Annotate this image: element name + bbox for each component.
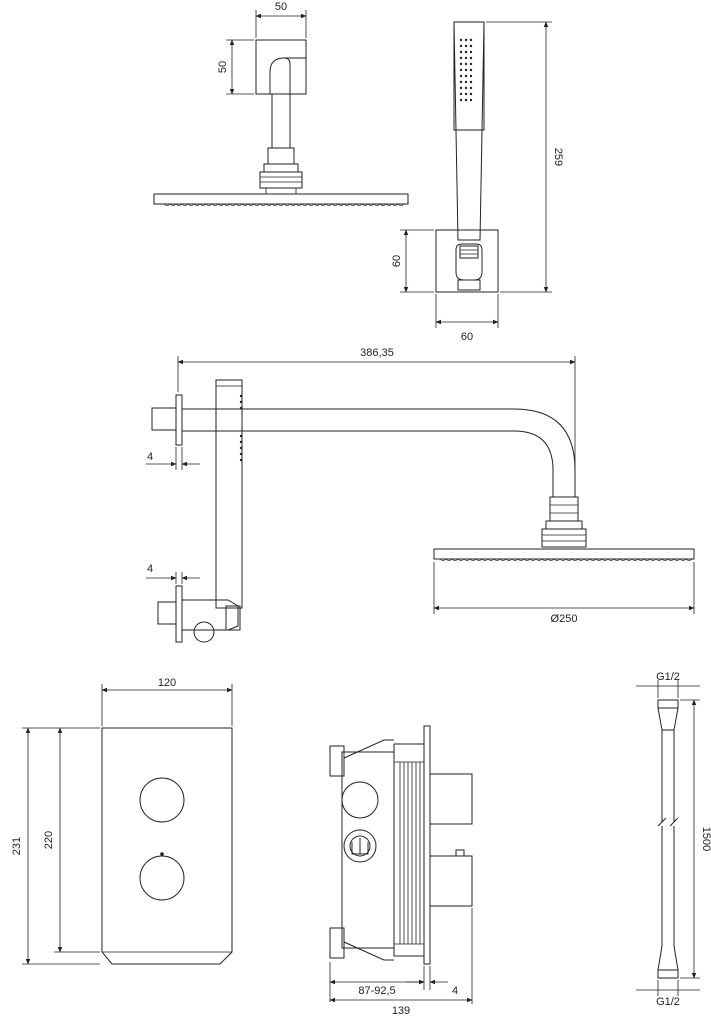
dim-arm-reach: 386,35 — [360, 347, 394, 359]
dim-box-total-depth: 139 — [392, 1005, 410, 1017]
dim-box-flange: 4 — [452, 985, 458, 997]
dim-holder-width: 60 — [461, 331, 473, 343]
dim-panel-height-inner: 220 — [43, 831, 55, 849]
dim-arm-width: 50 — [275, 1, 287, 13]
hand-shower-front-view: 259 60 60 — [391, 21, 564, 343]
dim-box-depth-range: 87-92,5 — [358, 985, 395, 997]
dim-holder-height: 60 — [391, 255, 403, 267]
thread-lines — [394, 761, 424, 945]
dim-arm-height: 50 — [217, 61, 229, 73]
dim-head-diameter: Ø250 — [551, 613, 578, 625]
dim-wall-offset-top: 4 — [147, 451, 153, 463]
shower-hose: G1/2 G1/2 1500 — [636, 671, 711, 1008]
dim-hand-shower-length: 259 — [552, 148, 564, 166]
dim-hose-thread-bottom: G1/2 — [656, 996, 680, 1008]
dim-panel-height-outer: 231 — [11, 837, 23, 855]
assembly-side-view: 386,35 4 4 Ø250 — [146, 347, 695, 643]
hand-shower-nozzles — [459, 38, 473, 102]
thermostat-panel-front: 120 231 220 — [11, 677, 233, 965]
dim-hose-length: 1500 — [700, 827, 711, 851]
dim-panel-width: 120 — [158, 677, 176, 689]
overhead-shower-front-view: 50 50 — [153, 1, 409, 206]
side-nozzles — [239, 394, 243, 462]
dim-hose-thread-top: G1/2 — [656, 671, 680, 683]
concealed-box-section: 87-92,5 4 139 — [329, 725, 473, 1017]
dim-wall-offset-bottom: 4 — [147, 563, 153, 575]
